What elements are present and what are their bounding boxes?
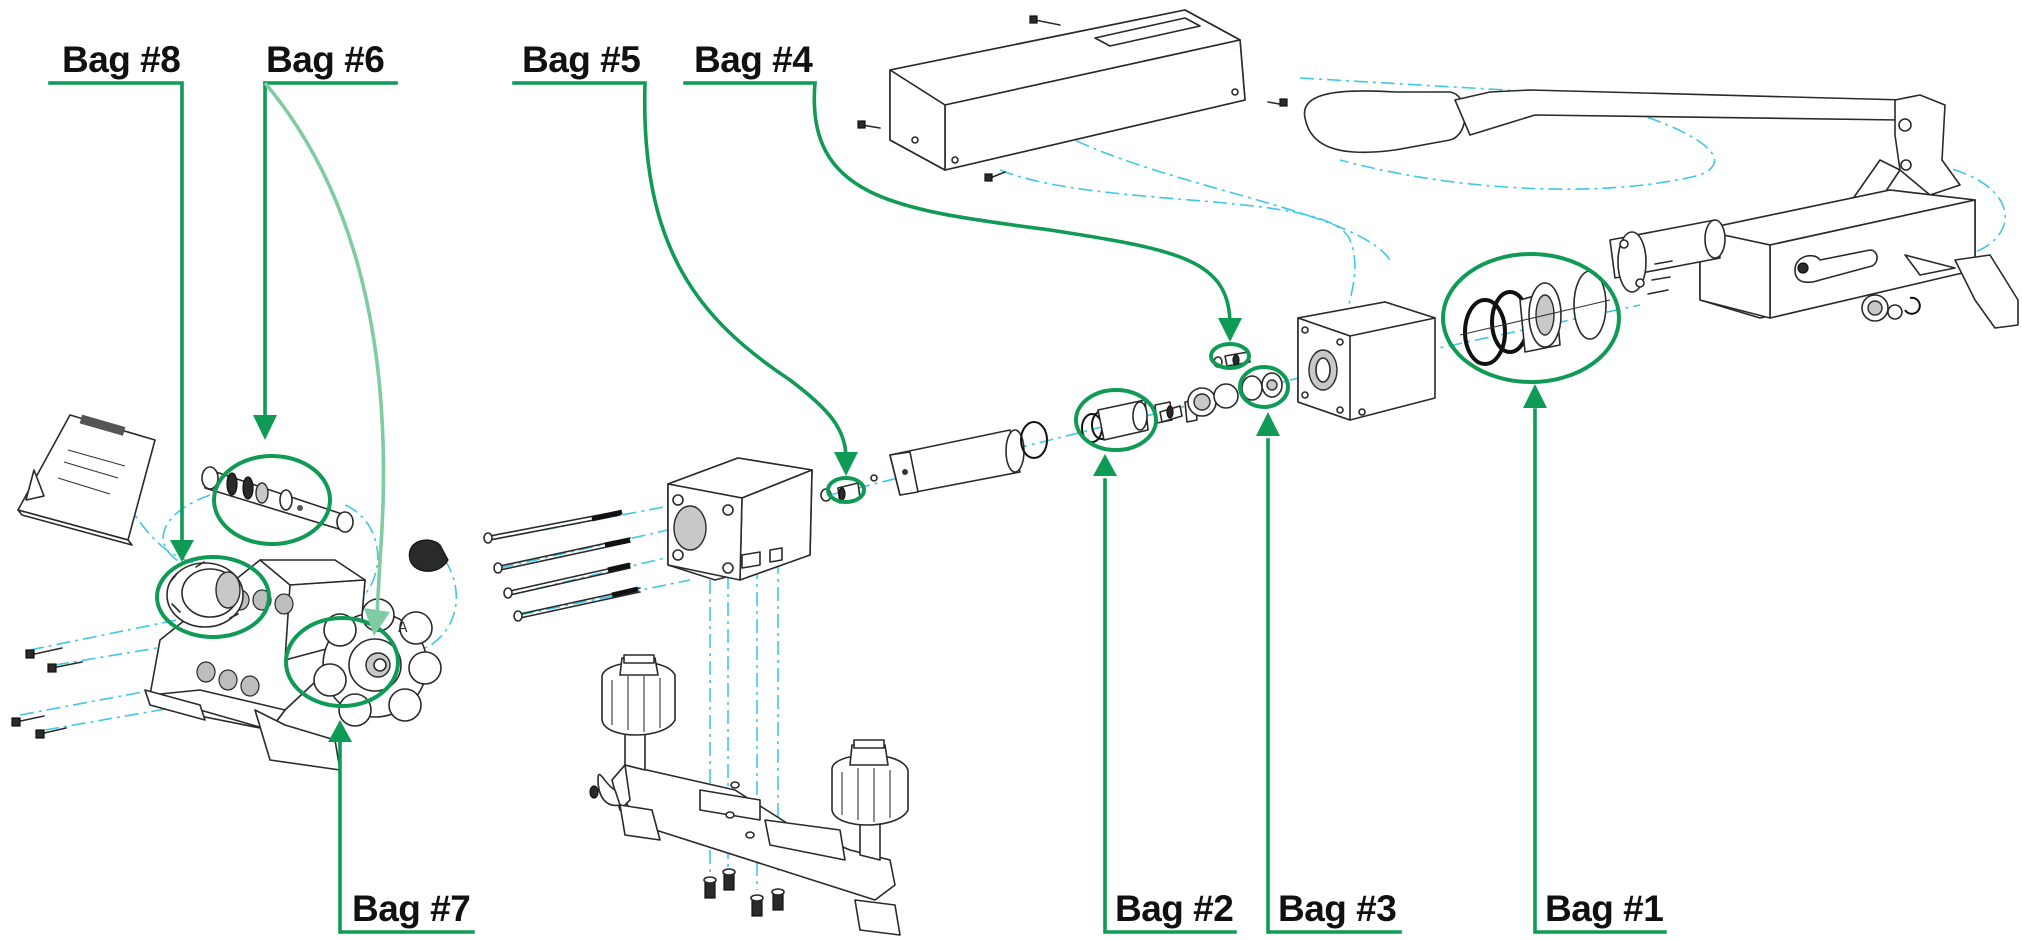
label-bag3: Bag #3	[1278, 888, 1396, 929]
label-bag5: Bag #5	[522, 39, 640, 80]
screws-left-icon	[11, 647, 83, 739]
centerlines	[19, 77, 2006, 890]
valve-parts	[1081, 301, 1436, 443]
highlight-bag1	[1441, 252, 1621, 384]
gauge-stand	[589, 654, 909, 936]
studs-icon	[703, 868, 785, 917]
callout-highlights	[155, 252, 1621, 708]
label-bag7: Bag #7	[352, 888, 470, 929]
center-manifold	[483, 421, 1048, 622]
highlight-bag4	[1209, 342, 1251, 370]
highlight-bag2	[1074, 388, 1158, 452]
cylinder-block-icon	[1297, 301, 1436, 421]
tie-rods-icon	[483, 509, 641, 622]
callout-arrowheads	[170, 318, 1547, 742]
highlight-bag3	[1238, 365, 1290, 409]
label-bag1: Bag #1	[1545, 888, 1663, 929]
piston-rod-icon	[1609, 219, 1726, 295]
bearing-icon	[1861, 294, 1921, 322]
callout-labels: Bag #8 Bag #6 Bag #5 Bag #4 Bag #7 Bag #…	[62, 39, 1664, 929]
rubber-cap-icon	[408, 539, 449, 572]
highlight-bag6	[212, 454, 332, 546]
ratchet-knob-icon	[166, 561, 244, 628]
top-cover	[857, 9, 1288, 182]
shaft-part-icon	[201, 466, 354, 533]
callout-leaders	[48, 81, 1667, 934]
highlight-bag5	[826, 476, 866, 504]
label-bag6: Bag #6	[266, 39, 384, 80]
label-bag8: Bag #8	[62, 39, 180, 80]
svg-text:A: A	[398, 620, 408, 636]
instruction-card-icon	[17, 414, 156, 546]
check-valve-icon	[1159, 372, 1283, 423]
cylinder-icon	[889, 421, 1048, 496]
pump-body-icon	[1699, 189, 2019, 329]
valve-wheel-icon: A	[313, 598, 442, 727]
label-bag4: Bag #4	[694, 39, 813, 80]
pump-handle-assembly	[1303, 89, 2019, 366]
highlight-bag7	[284, 616, 400, 708]
left-pump-base: A	[11, 414, 449, 771]
label-bag2: Bag #2	[1115, 888, 1233, 929]
pump-seals-icon	[1459, 270, 1611, 366]
piston-rings-icon	[1081, 399, 1173, 443]
highlight-bag8	[155, 555, 271, 639]
